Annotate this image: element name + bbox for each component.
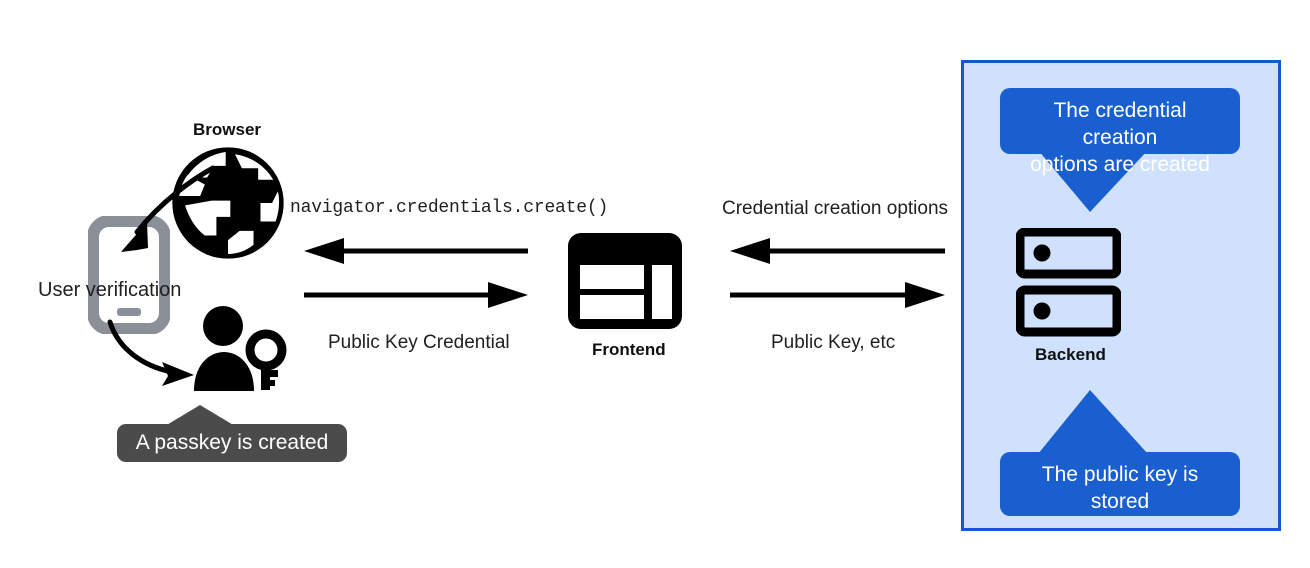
public-key-stored-callout-line1: The public key is <box>1041 463 1199 486</box>
frontend-label: Frontend <box>592 340 666 359</box>
smartphone-icon <box>88 216 170 334</box>
credential-options-callout-tail <box>1038 150 1148 212</box>
passkey-created-tooltip: A passkey is created <box>117 424 347 462</box>
public-key-etc-arrow <box>730 282 945 308</box>
user-verification-label: User verification <box>38 279 182 301</box>
public-key-stored-callout-tail <box>1038 390 1148 454</box>
credential-creation-options-arrow <box>730 238 945 264</box>
credential-options-callout-line1: The credential creation <box>1053 99 1187 149</box>
passkey-created-tooltip-text: A passkey is created <box>135 431 329 455</box>
passkey-created-tooltip-tail <box>160 405 240 429</box>
phone-to-user-arrow-icon <box>107 319 194 386</box>
public-key-stored-callout-line2: stored <box>1090 489 1150 513</box>
navigator-create-arrow <box>304 238 528 264</box>
navigator-create-arrow-label: navigator.credentials.create() <box>290 198 609 218</box>
browser-label: Browser <box>193 120 262 139</box>
backend-label: Backend <box>1035 345 1106 364</box>
user-with-key-icon <box>194 306 287 391</box>
public-key-credential-arrow-label: Public Key Credential <box>328 332 510 353</box>
credential-options-callout-line2: options are created <box>1030 152 1210 176</box>
public-key-etc-arrow-label: Public Key, etc <box>771 332 896 353</box>
globe-to-phone-arrow-icon <box>121 165 216 252</box>
server-rack-icon <box>1016 228 1121 337</box>
layout-window-icon <box>568 233 682 329</box>
credential-creation-options-arrow-label: Credential creation options <box>722 198 949 219</box>
public-key-stored-callout: The public key is stored <box>1000 452 1240 516</box>
credential-options-callout: The credential creation options are crea… <box>1000 88 1240 176</box>
public-key-credential-arrow <box>304 282 528 308</box>
